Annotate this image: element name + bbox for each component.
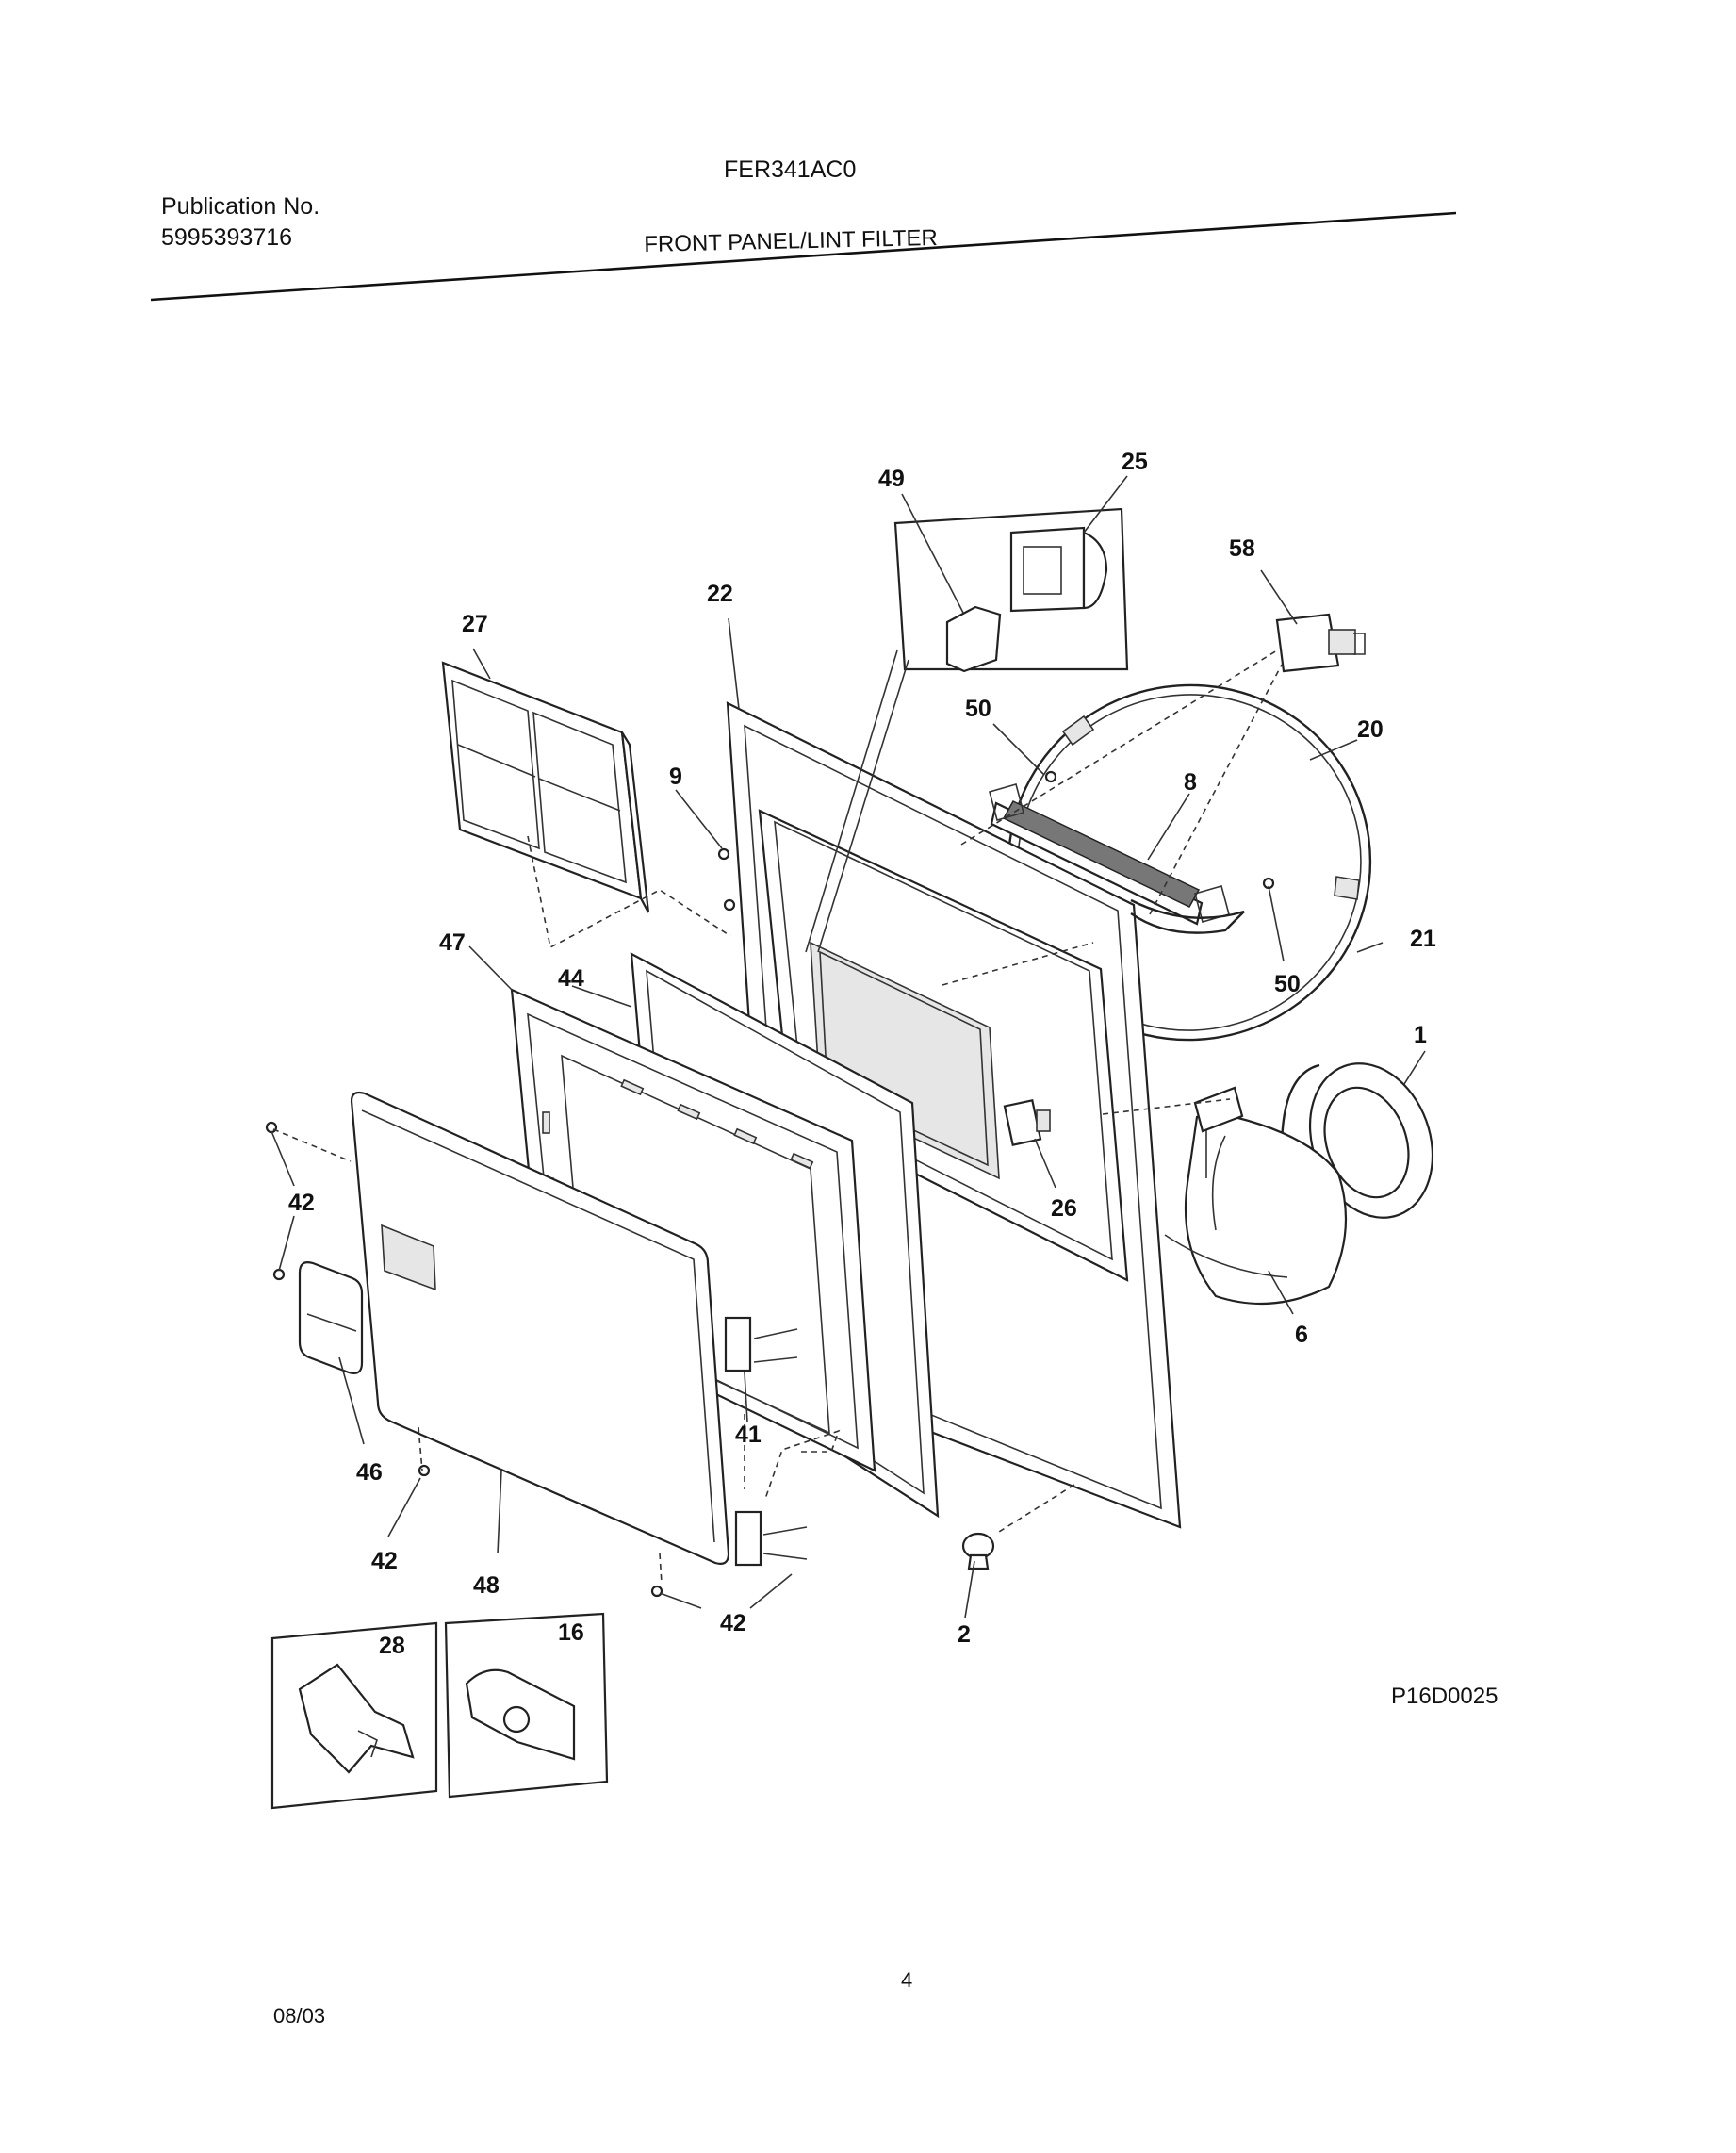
callout-16: 16 (558, 1619, 584, 1646)
callout-2: 2 (958, 1621, 971, 1648)
exhaust-ring (1280, 1062, 1434, 1237)
callout-48: 48 (473, 1572, 500, 1599)
model-number: FER341AC0 (724, 156, 857, 183)
door-hinges (724, 1316, 808, 1567)
leader-lines (270, 475, 1426, 1619)
callout-8: 8 (1184, 769, 1197, 796)
inset-bracket-detail (805, 507, 1129, 953)
callout-49: 49 (878, 466, 905, 492)
thermostat (1275, 613, 1366, 673)
callout-25: 25 (1122, 449, 1148, 475)
callout-labels: 49 25 58 22 27 50 20 9 8 21 47 44 50 1 4… (288, 449, 1436, 1659)
inset-part-16 (444, 1612, 609, 1799)
door-handle (298, 1261, 364, 1374)
callout-21: 21 (1410, 926, 1436, 952)
callout-26: 26 (1051, 1195, 1077, 1222)
callout-20: 20 (1357, 716, 1384, 743)
callout-42-left-bottom: 42 (371, 1548, 398, 1574)
publication-label: Publication No. (161, 193, 320, 220)
blower-duct (1164, 1086, 1348, 1306)
diagram-id: P16D0025 (1391, 1684, 1499, 1709)
print-date: 08/03 (273, 2004, 326, 2028)
door-switch (1003, 1099, 1051, 1146)
header-rule (150, 211, 1457, 302)
outer-door (350, 1091, 730, 1565)
callout-50-right: 50 (1274, 971, 1301, 997)
callout-42-left-top: 42 (288, 1190, 315, 1216)
callout-27: 27 (462, 611, 488, 637)
callout-9: 9 (669, 764, 682, 790)
callout-46: 46 (356, 1459, 383, 1486)
lint-filter (441, 661, 650, 913)
callout-44: 44 (558, 965, 584, 992)
callout-41: 41 (735, 1422, 762, 1448)
leveling-foot (961, 1532, 995, 1570)
inset-part-28 (270, 1621, 438, 1810)
callout-42-bottom: 42 (720, 1610, 746, 1636)
callout-22: 22 (707, 581, 733, 607)
publication-number: 5995393716 (161, 224, 293, 251)
lint-screen (989, 783, 1245, 934)
page-number: 4 (901, 1968, 913, 1992)
callout-47: 47 (439, 929, 466, 956)
callout-6: 6 (1295, 1322, 1308, 1348)
callout-58: 58 (1229, 535, 1255, 562)
callout-50-top: 50 (965, 696, 991, 722)
callout-28: 28 (379, 1633, 405, 1659)
assembly-guides (272, 649, 1283, 1585)
callout-1: 1 (1414, 1022, 1427, 1048)
